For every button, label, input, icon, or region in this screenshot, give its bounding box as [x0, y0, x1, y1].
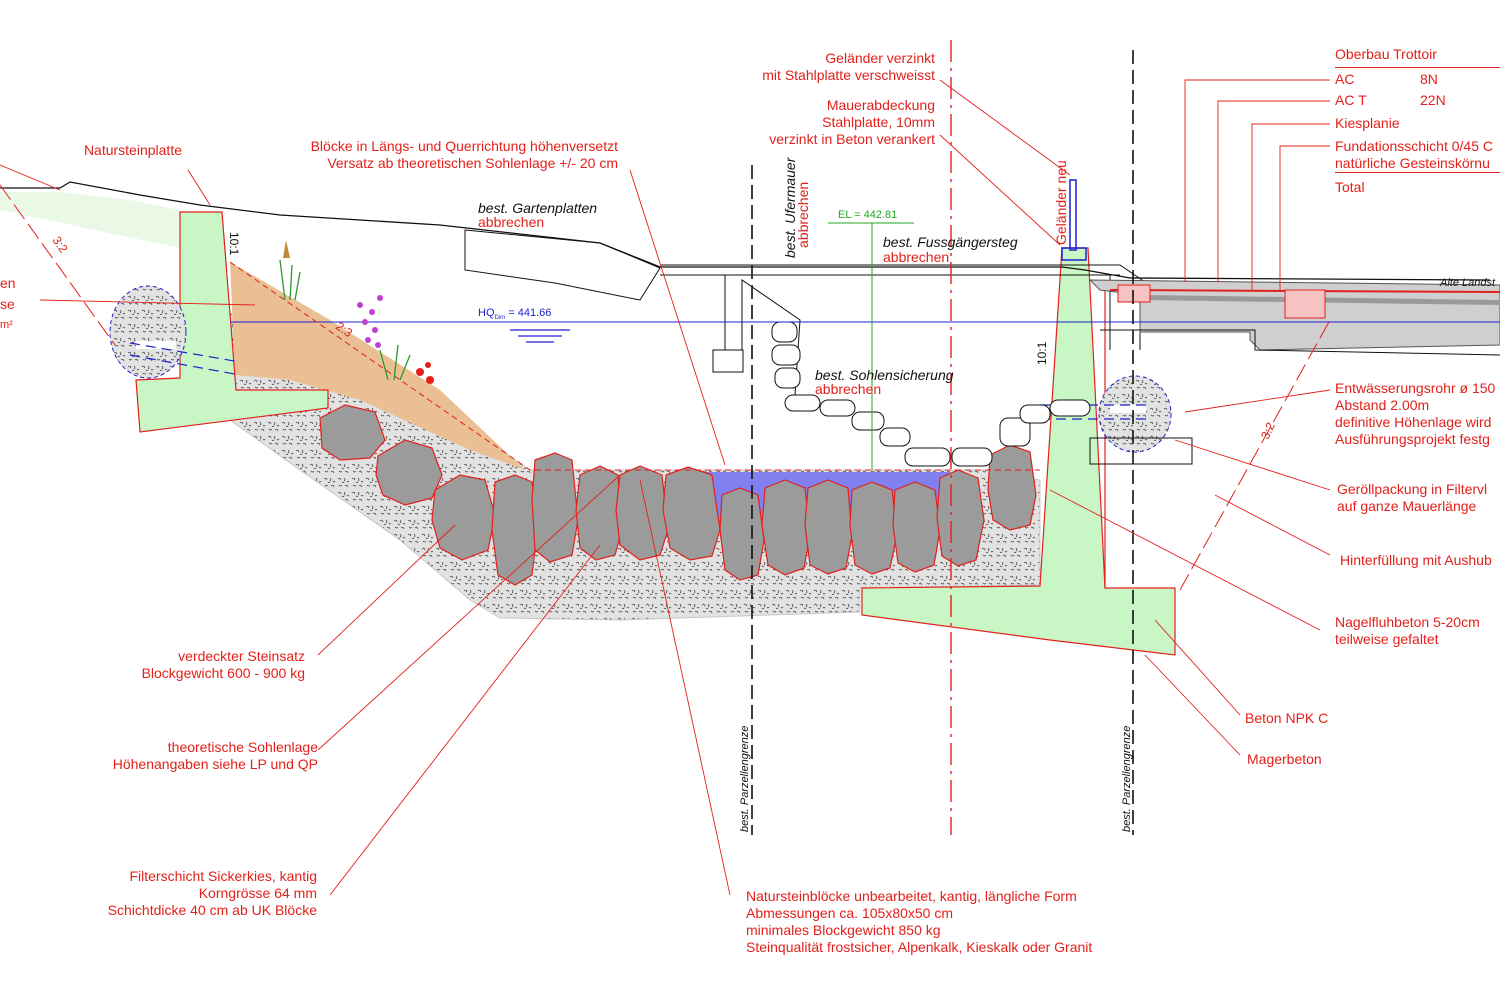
- ufermauer-action: abbrechen: [795, 182, 811, 248]
- beton-label: Beton NPK C: [1245, 710, 1329, 726]
- oberbau-row-name: AC T: [1335, 92, 1367, 108]
- oberbau-table: Oberbau Trottoir AC 8N AC T 22N Kiesplanie…: [1335, 46, 1500, 195]
- oberbau-total: Total: [1335, 179, 1365, 195]
- existing-ground-line: [0, 181, 1491, 281]
- existing-bed-stones: [771, 321, 1091, 467]
- left-cut-label: en se m²: [0, 275, 16, 331]
- oberbau-row-value: 8N: [1420, 71, 1438, 87]
- hinterfuellung-label: Hinterfüllung mit Aushub: [1340, 552, 1492, 568]
- el-marker: [828, 222, 914, 470]
- oberbau-row-name: natürliche Gesteinskörnu: [1335, 155, 1490, 171]
- oberbau-row-name: Fundationsschicht 0/45 C: [1335, 138, 1493, 154]
- mauerabdeckung-label: Mauerabdeckung Stahlplatte, 10mm verzink…: [769, 97, 935, 147]
- slope-10-1-right: 10:1: [1035, 341, 1049, 365]
- leader-lines: [0, 79, 1331, 896]
- sohlensicherung-label: best. Sohlensicherung: [815, 367, 954, 383]
- left-concrete-wall: [135, 211, 329, 433]
- curb-right: [1284, 289, 1326, 319]
- bloecke-label: Blöcke in Längs- und Querrichtung höhenv…: [310, 138, 618, 171]
- natursteinbloecke-label: Natursteinblöcke unbearbeitet, kantig, l…: [746, 888, 1093, 955]
- geroell-label: Geröllpackung in Filtervl auf ganze Maue…: [1337, 481, 1488, 514]
- alte-landstrasse-label: Alte Landst: [1439, 277, 1496, 289]
- soil-wedge: [230, 262, 525, 470]
- filterschicht-label: Filterschicht Sickerkies, kantig Korngrö…: [107, 868, 317, 918]
- fussgaengersteg-action: abbrechen: [883, 249, 949, 265]
- slope-10-1-left: 10:1: [227, 232, 241, 256]
- plant-grass: [279, 259, 411, 381]
- sohlenlage-label: theoretische Sohlenlage Höhenangaben sie…: [112, 739, 318, 772]
- oberbau-row-name: Kiesplanie: [1335, 115, 1400, 131]
- ufermauer-label: best. Ufermauer: [782, 156, 798, 258]
- sohlensicherung-action: abbrechen: [815, 381, 881, 397]
- plant-flowers: [416, 362, 434, 384]
- new-railing: [1069, 179, 1077, 251]
- parzellengrenze-right: best. Parzellengrenze: [1121, 726, 1133, 832]
- curb-left: [1117, 284, 1151, 303]
- stone-blocks: [319, 404, 1037, 586]
- slope-3-2-right: 3:2: [1258, 420, 1278, 441]
- plant-lavender: [357, 295, 383, 348]
- oberbau-title: Oberbau Trottoir: [1335, 46, 1437, 62]
- parzellengrenze-left: best. Parzellengrenze: [739, 726, 751, 832]
- gelaender-neu-label: Geländer neu: [1053, 160, 1069, 245]
- hq-label: HQDim = 441.66: [478, 307, 551, 321]
- oberbau-row-name: AC: [1335, 71, 1355, 87]
- nagelfluh-label: Nagelfluhbeton 5-20cm teilweise gefaltet: [1335, 614, 1480, 647]
- left-embankment: [0, 192, 190, 250]
- natursteinplatte-label: Natursteinplatte: [83, 142, 182, 158]
- el-label: EL = 442.81: [838, 209, 897, 221]
- right-drain-gravel: [1098, 375, 1172, 453]
- slope-3-2-left: 3:2: [50, 234, 71, 256]
- gartenplatten-action: abbrechen: [478, 214, 544, 230]
- fussgaengersteg-label: best. Fussgängersteg: [883, 234, 1018, 250]
- gartenplatten-label: best. Gartenplatten: [478, 200, 597, 216]
- magerbeton-label: Magerbeton: [1247, 751, 1322, 767]
- steinsatz-label: verdeckter Steinsatz Blockgewicht 600 - …: [141, 648, 305, 681]
- oberbau-row-value: 22N: [1420, 92, 1446, 108]
- left-drain-gravel: [109, 285, 187, 379]
- entwaesserung-label: Entwässerungsrohr ø 150 Abstand 2.00m de…: [1335, 380, 1496, 447]
- gelaender-label: Geländer verzinkt mit Stahlplatte versch…: [762, 50, 935, 83]
